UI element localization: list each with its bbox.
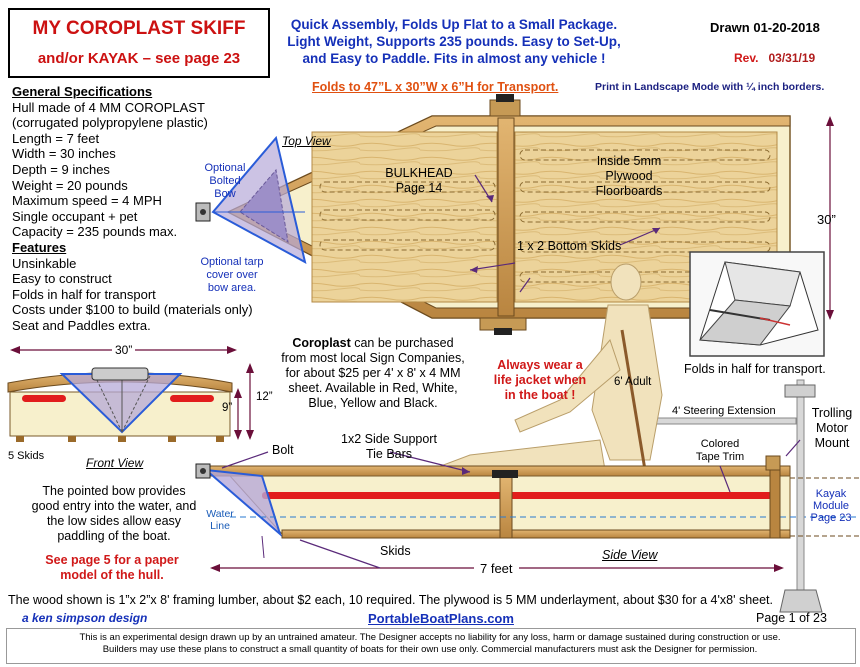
- feature-item: Seat and Paddles extra.: [12, 317, 151, 333]
- top-view-label: Top View: [282, 134, 331, 148]
- paper-model-note: See page 5 for a paper model of the hull…: [45, 553, 179, 582]
- spec-item: Single occupant + pet: [12, 208, 138, 224]
- steering-label: 4' Steering Extension: [672, 405, 776, 417]
- front-view-drawing: [7, 346, 254, 442]
- front-height-9: 9”: [222, 402, 233, 414]
- title-line-2: and/or KAYAK – see page 23: [37, 50, 241, 67]
- folded-hull-photo: [689, 251, 825, 357]
- tape-trim-label: Colored Tape Trim: [695, 438, 745, 463]
- spec-item: Hull made of 4 MM COROPLAST: [12, 99, 205, 115]
- spec-item: Maximum speed = 4 MPH: [12, 193, 162, 209]
- coroplast-info: Coroplast can be purchased from most loc…: [278, 336, 468, 411]
- spec-item: Weight = 20 pounds: [12, 177, 128, 193]
- title-box: MY COROPLAST SKIFF and/or KAYAK – see pa…: [8, 8, 270, 78]
- trolling-motor-label: Trolling Motor Mount: [811, 406, 853, 450]
- folds-note: Folds to 47”L x 30”W x 6”H for Transport…: [312, 80, 559, 94]
- plywood-label: Inside 5mm Plywood Floorboards: [595, 154, 663, 198]
- bottom-skids-label: 1 x 2 Bottom Skids: [517, 239, 622, 253]
- tagline: Quick Assembly, Folds Up Flat to a Small…: [268, 16, 640, 67]
- adult-label: 6' Adult: [614, 376, 652, 388]
- rev-date: 03/31/19: [768, 51, 816, 65]
- tagline-1: Quick Assembly, Folds Up Flat to a Small…: [290, 17, 618, 32]
- drawn-date: Drawn 01-20-2018: [710, 20, 820, 35]
- optional-bow-label: Optional Bolted Bow: [204, 162, 246, 200]
- bulkhead-label: BULKHEAD Page 14: [385, 166, 453, 195]
- width-dimension: 30”: [817, 212, 836, 227]
- disclaimer-box: [6, 628, 856, 664]
- front-view-label: Front View: [86, 456, 144, 470]
- tagline-2: Light Weight, Supports 235 pounds. Easy …: [287, 34, 621, 49]
- features-heading: Features: [12, 239, 67, 255]
- kayak-module-label: Kayak Module Page 23: [810, 488, 852, 524]
- feature-item: Folds in half for transport: [12, 286, 156, 302]
- life-jacket-warning: Always wear a life jacket when in the bo…: [493, 358, 587, 402]
- bow-note: The pointed bow provides good entry into…: [31, 484, 197, 543]
- disclaimer: This is an experimental design drawn up …: [10, 632, 850, 656]
- spec-item: Length = 7 feet: [12, 130, 100, 146]
- spec-item: Depth = 9 inches: [12, 161, 110, 177]
- side-view-label: Side View: [602, 548, 658, 562]
- coroplast-line: for about $25 per 4' x 8' x 4 MM: [285, 366, 461, 380]
- spec-item: Capacity = 235 pounds max.: [12, 224, 178, 240]
- feature-item: Unsinkable: [12, 255, 77, 271]
- spec-item: (corrugated polypropylene plastic): [12, 115, 208, 131]
- front-height-12: 12”: [256, 391, 273, 403]
- side-view-drawing: [195, 263, 860, 613]
- feature-item: Costs under $100 to build (materials onl…: [12, 302, 253, 318]
- front-skids-label: 5 Skids: [8, 450, 45, 462]
- specs-heading: General Specifications: [12, 84, 153, 99]
- disclaimer-line-1: This is an experimental design drawn up …: [79, 632, 781, 643]
- skids-label: Skids: [380, 544, 411, 558]
- length-dimension: 7 feet: [474, 561, 519, 576]
- photo-caption: Folds in half for transport.: [684, 362, 826, 376]
- tie-bars-label: 1x2 Side Support Tie Bars: [341, 432, 437, 461]
- top-view-drawing: [195, 94, 834, 335]
- rev-label: Rev.: [734, 51, 759, 65]
- tarp-label: Optional tarp cover over bow area.: [200, 256, 264, 294]
- disclaimer-line-2: Builders may use these plans to construc…: [102, 644, 758, 655]
- title-line-1: MY COROPLAST SKIFF: [32, 18, 246, 39]
- designer-credit: a ken simpson design: [22, 611, 148, 625]
- water-line-label: Water Line: [206, 508, 234, 532]
- front-width-dimension: 30”: [112, 343, 136, 357]
- specifications: General Specifications Hull made of 4 MM…: [12, 84, 302, 334]
- tagline-3: and Easy to Paddle. Fits in almost any v…: [302, 51, 606, 66]
- coroplast-word: Coroplast: [292, 336, 351, 350]
- bolt-label: Bolt: [272, 443, 294, 457]
- wood-note: The wood shown is 1”x 2”x 8' framing lum…: [8, 593, 773, 607]
- page-number: Page 1 of 23: [756, 611, 827, 625]
- coroplast-line: sheet. Available in Red, White,: [288, 381, 458, 395]
- spec-item: Width = 30 inches: [12, 146, 116, 162]
- revision: Rev. 03/31/19: [734, 51, 815, 65]
- coroplast-line: from most local Sign Companies,: [281, 351, 465, 365]
- feature-item: Easy to construct: [12, 271, 112, 287]
- coroplast-line: Blue, Yellow and Black.: [308, 396, 438, 410]
- website-link[interactable]: PortableBoatPlans.com: [368, 611, 514, 626]
- print-note: Print in Landscape Mode with ¼ inch bord…: [595, 81, 825, 93]
- coroplast-line: can be purchased: [350, 336, 454, 350]
